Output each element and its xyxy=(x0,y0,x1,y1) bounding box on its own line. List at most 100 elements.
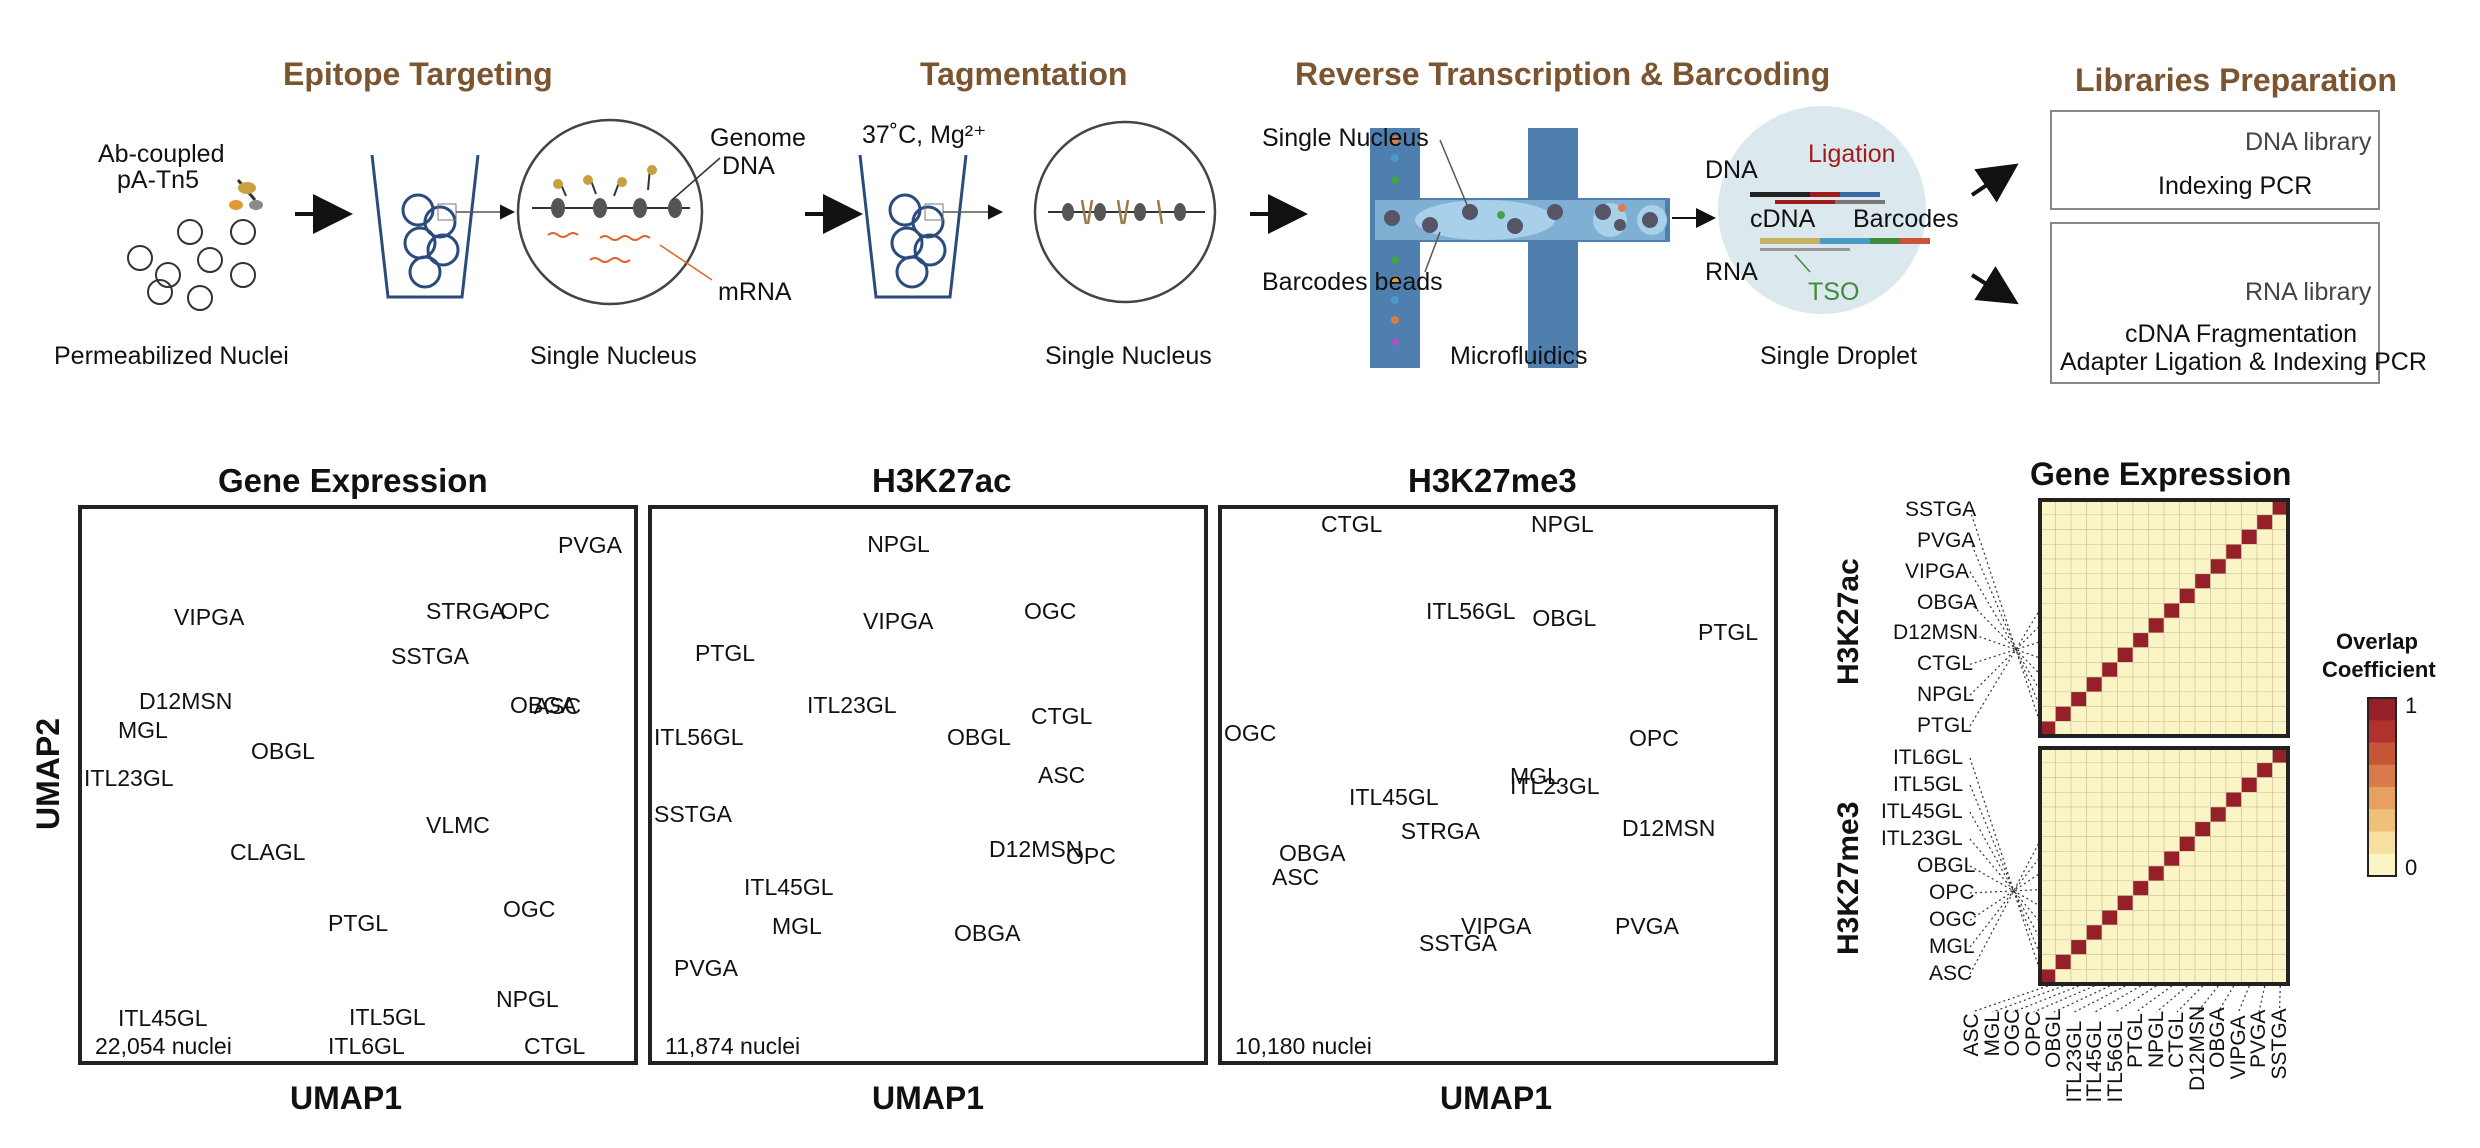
heatmap-row-label: CTGL xyxy=(1917,652,1974,676)
heatmap-cell xyxy=(2070,954,2087,970)
heatmap-cell xyxy=(2241,939,2258,955)
heatmap-row-label: MGL xyxy=(1929,935,1975,958)
cluster-label: MGL xyxy=(118,717,168,743)
heatmap-cell xyxy=(2194,647,2211,663)
heatmap-cell xyxy=(2272,954,2289,970)
heatmap-cell xyxy=(2272,821,2289,837)
heatmap-cell xyxy=(2225,720,2242,737)
heatmap-cell xyxy=(2163,954,2180,970)
heatmap-cell xyxy=(2210,499,2227,516)
nuclei-circles-icon xyxy=(127,219,256,311)
heatmap-cell xyxy=(2179,632,2196,648)
heatmap-cell xyxy=(2086,924,2103,941)
heatmap-cell xyxy=(2163,777,2180,793)
heatmap-row-label: PTGL xyxy=(1917,714,1972,737)
heatmap-cell xyxy=(2070,806,2087,823)
heatmap-cell xyxy=(2241,691,2258,707)
heatmap-cell xyxy=(2086,543,2103,560)
heatmap-cell xyxy=(2148,880,2165,896)
legend-swatch xyxy=(2368,698,2396,721)
heatmap-cell xyxy=(2179,821,2196,837)
heatmap-cell xyxy=(2210,791,2227,808)
heatmap-cell xyxy=(2117,777,2134,793)
heatmap-cell xyxy=(2163,939,2180,955)
heatmap-cell xyxy=(2256,865,2273,882)
heatmap-cell xyxy=(2132,617,2149,634)
heatmap-cell xyxy=(2179,543,2196,560)
droplet-icon xyxy=(1718,106,1930,314)
arrow-to-dna-library xyxy=(1970,163,2019,203)
heatmap-cell xyxy=(2039,647,2056,663)
heatmap-cell xyxy=(2101,895,2118,911)
heatmap-cell xyxy=(2163,747,2180,764)
heatmap-cell xyxy=(2132,954,2149,970)
heatmap-cell xyxy=(2272,865,2289,882)
cluster-label: ITL23GL xyxy=(84,764,174,791)
rna-label: RNA xyxy=(1705,258,1758,286)
heatmap-cell xyxy=(2055,514,2072,530)
heatmap-cell xyxy=(2179,968,2196,985)
heatmap-cell xyxy=(2241,661,2258,678)
heatmap-row-label: ASC xyxy=(1929,962,1973,985)
cluster-label: SSTGA xyxy=(1419,929,1497,956)
heatmap-row-label: ITL45GL xyxy=(1881,800,1963,823)
heatmap-cell xyxy=(2039,676,2056,693)
heatmap-cell xyxy=(2194,836,2211,852)
heatmap-cell xyxy=(2132,661,2149,678)
heatmap-cell xyxy=(2039,499,2056,516)
heatmap-cell xyxy=(2055,777,2072,793)
step-title-rt-barcoding: Reverse Transcription & Barcoding xyxy=(1295,56,1831,92)
heatmap-cell xyxy=(2210,661,2227,678)
heatmap-cell xyxy=(2132,821,2149,837)
heatmap-cell xyxy=(2272,558,2289,575)
heatmap-cell xyxy=(2225,895,2242,911)
heatmap-cell xyxy=(2210,865,2227,882)
heatmap-cell xyxy=(2179,880,2196,896)
heatmap-cell xyxy=(2179,558,2196,575)
heatmap-cell xyxy=(2272,543,2289,560)
heatmap-border xyxy=(2038,498,2290,738)
heatmap-cell xyxy=(2148,588,2165,604)
heatmap-cell xyxy=(2148,865,2165,882)
heatmap-cell xyxy=(2256,954,2273,970)
heatmap-cell xyxy=(2070,543,2087,560)
heatmap-cell xyxy=(2148,529,2165,545)
tn5-enzyme-icon xyxy=(229,179,263,210)
heatmap-cell xyxy=(2241,558,2258,575)
heatmap-cell xyxy=(2194,939,2211,955)
cluster-label: SSTGA xyxy=(391,642,469,669)
arrow-to-rna-library xyxy=(1970,266,2019,305)
heatmap-cell xyxy=(2241,647,2258,663)
cdna-label: cDNA xyxy=(1750,205,1816,233)
color-legend xyxy=(2367,697,2397,877)
heatmap-cell xyxy=(2225,499,2242,516)
heatmap-cell xyxy=(2055,836,2072,852)
heatmap-cell xyxy=(2086,588,2103,604)
legend-swatch xyxy=(2368,809,2396,833)
heatmap-cell xyxy=(2039,529,2056,545)
heatmap-cell xyxy=(2225,821,2242,837)
heatmap-row-label: ITL23GL xyxy=(1881,827,1963,850)
heatmap-cell xyxy=(2055,647,2072,663)
heatmap-cell xyxy=(2241,968,2258,985)
heatmap-cell xyxy=(2241,821,2258,837)
nucleus-zoom-icon xyxy=(516,118,704,306)
heatmap-cell xyxy=(2117,954,2134,970)
heatmap-cell xyxy=(2148,791,2165,808)
heatmap-cell xyxy=(2272,691,2289,707)
heatmap-cell xyxy=(2272,939,2289,955)
heatmap-cell xyxy=(2039,880,2056,896)
dna-label: DNA xyxy=(1705,156,1758,184)
legend-title-1: Overlap xyxy=(2336,629,2418,654)
cluster-label: D12MSN xyxy=(139,687,233,714)
heatmap-cell xyxy=(2086,529,2103,545)
cluster-label: PTGL xyxy=(1698,619,1759,645)
heatmap-cell xyxy=(2163,617,2180,634)
heatmap-cell xyxy=(2241,777,2258,793)
heatmap-cell xyxy=(2117,821,2134,837)
heatmap-cell xyxy=(2086,499,2103,516)
heatmap-cell xyxy=(2039,573,2056,589)
heatmap-cell xyxy=(2055,676,2072,693)
heatmap-cell xyxy=(2070,529,2087,545)
ligation-label: Ligation xyxy=(1808,140,1896,168)
